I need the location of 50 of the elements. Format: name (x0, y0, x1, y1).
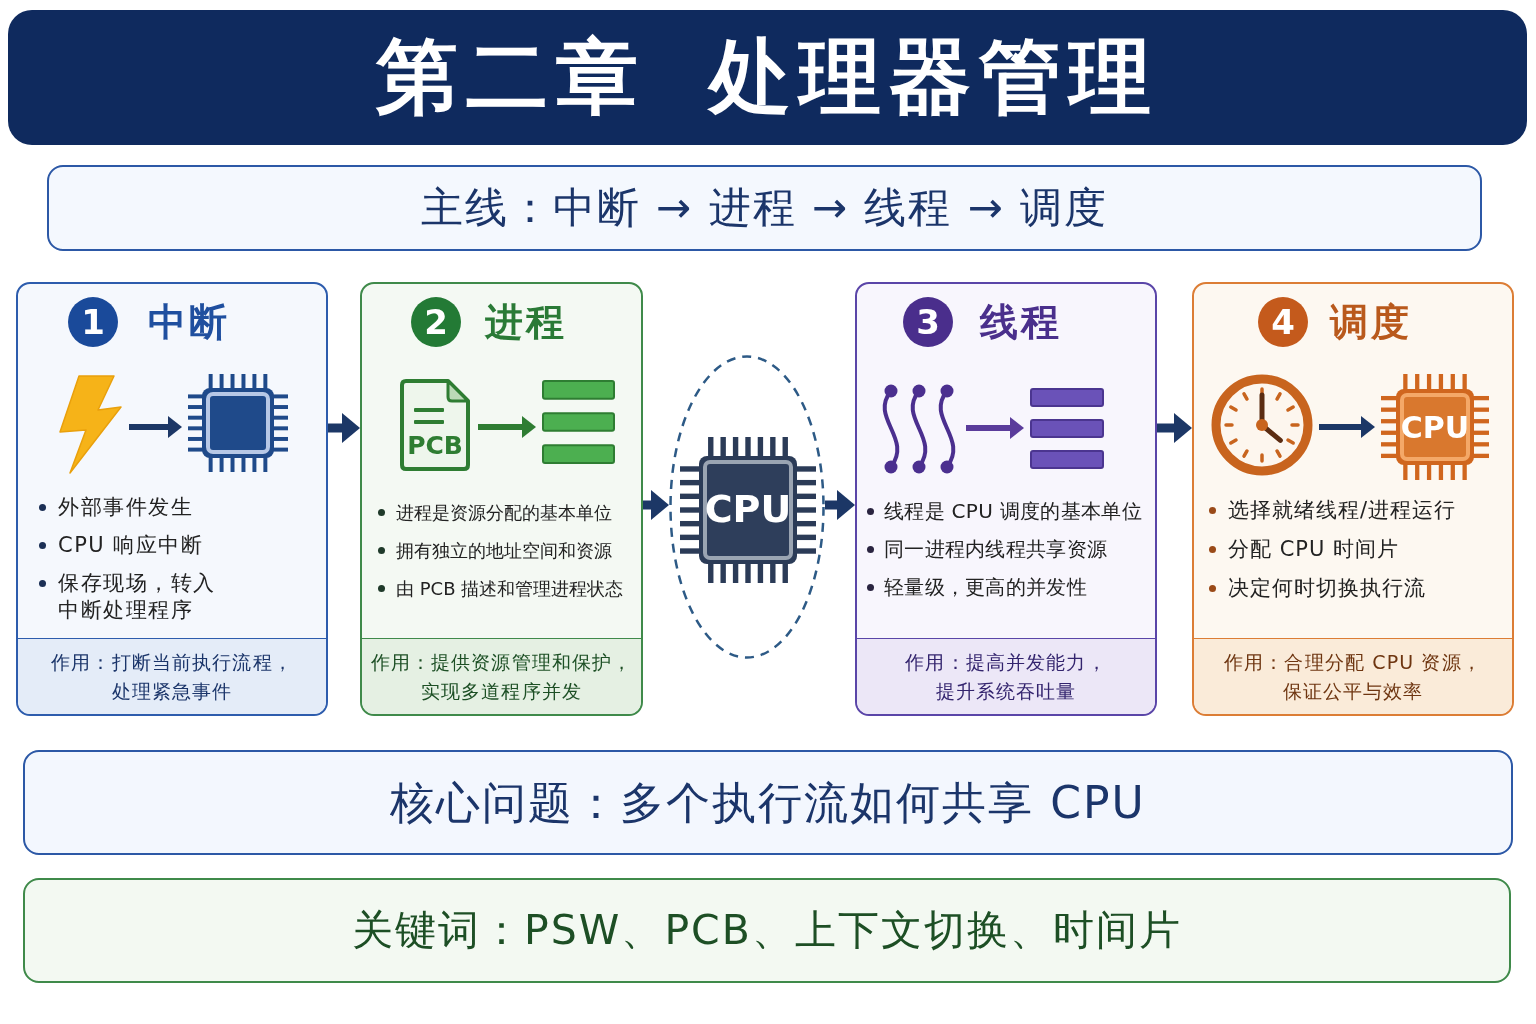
bullet-text: 外部事件发生 (58, 493, 193, 521)
bullet-text: 进程是资源分配的基本单位 (396, 500, 612, 524)
number-badge: 3 (903, 297, 953, 347)
arrow (1319, 416, 1375, 438)
footer-band (857, 638, 1155, 714)
footer-band (362, 638, 641, 714)
footer-band (18, 638, 326, 714)
bullet-text: 保存现场，转入中断处理程序 (58, 569, 217, 624)
arrow (1157, 413, 1192, 443)
bullet-text: 线程是 CPU 调度的基本单位 (884, 498, 1142, 524)
topic-card (855, 282, 1157, 716)
bullet-text: 由 PCB 描述和管理进程状态 (396, 576, 624, 600)
topic-card (1192, 282, 1514, 716)
info-band (47, 165, 1482, 251)
band-text: 核心问题：多个执行流如何共享 CPU (390, 775, 1146, 830)
footer-band (1194, 638, 1512, 714)
topic-card (360, 282, 643, 716)
arrow (328, 413, 360, 443)
footer-text: 作用：提高并发能力，提升系统吞吐量 (904, 649, 1108, 704)
bullet-text: 分配 CPU 时间片 (1228, 535, 1400, 563)
band-text: 关键词：PSW、PCB、上下文切换、时间片 (352, 904, 1182, 956)
bullet-text: 轻量级，更高的并发性 (884, 574, 1087, 600)
info-band (23, 878, 1511, 983)
card-heading: 调度 (1330, 299, 1412, 346)
bullet-text: 决定何时切换执行流 (1228, 574, 1426, 602)
footer-text: 作用：合理分配 CPU 资源，保证公平与效率 (1223, 649, 1483, 704)
bullet-text: CPU 响应中断 (58, 531, 204, 559)
bullet-text: 拥有独立的地址空间和资源 (396, 538, 612, 562)
card-heading: 线程 (980, 299, 1062, 346)
document-label: PCB (407, 432, 463, 460)
chip-label: CPU (1400, 410, 1470, 444)
arrow (643, 490, 669, 520)
bullet-text: 选择就绪线程/进程运行 (1228, 496, 1457, 524)
band-text: 主线：中断 → 进程 → 线程 → 调度 (420, 181, 1109, 234)
info-band (23, 750, 1513, 855)
bullet-text: 同一进程内线程共享资源 (884, 536, 1108, 562)
footer-text: 作用：提供资源管理和保护，实现多道程序并发 (369, 649, 634, 704)
number-badge: 4 (1258, 297, 1308, 347)
number-badge: 1 (68, 297, 118, 347)
footer-text: 作用：打断当前执行流程，处理紧急事件 (50, 649, 294, 704)
chip-label: CPU (704, 489, 792, 531)
card-heading: 中断 (148, 299, 230, 346)
arrow (478, 416, 536, 438)
title-text: 第二章 处理器管理 (376, 30, 1159, 125)
topic-card (16, 282, 328, 716)
arrow (129, 416, 182, 438)
arrow (966, 417, 1024, 439)
arrow (825, 490, 855, 520)
card-heading: 进程 (485, 299, 567, 346)
number-badge: 2 (411, 297, 461, 347)
